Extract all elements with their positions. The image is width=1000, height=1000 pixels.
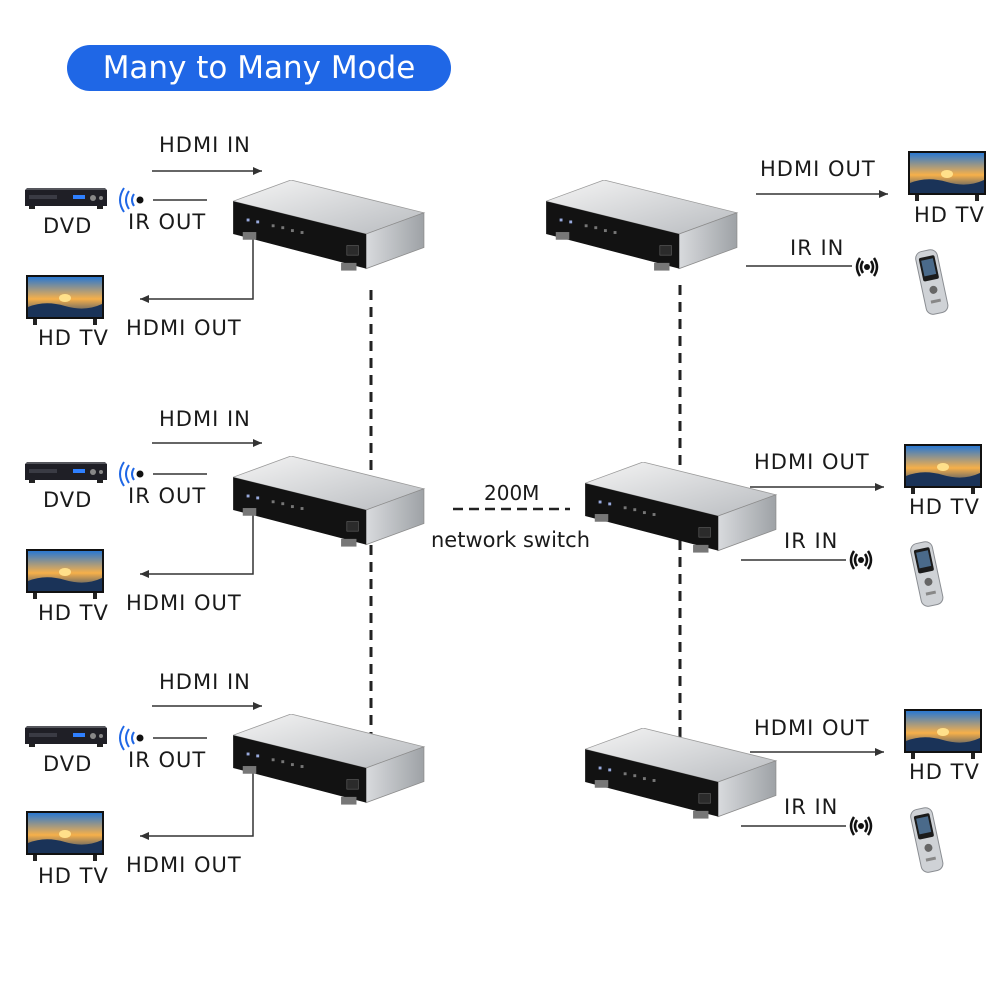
dvd-player-icon-2 — [25, 462, 107, 483]
page-title: Many to Many Mode — [67, 45, 451, 91]
hdmi-out-label-right-1: HDMI OUT — [760, 157, 876, 181]
dvd-player-icon-3 — [25, 726, 107, 747]
ir-emitter-icon-2 — [119, 461, 145, 487]
ir-emitter-icon-3 — [119, 725, 145, 751]
hd-tv-label-right-3: HD TV — [909, 760, 980, 784]
extender-box-icon-rx2 — [585, 462, 777, 554]
bandwidth-label: 200M — [484, 481, 540, 505]
tv-icon-left-3 — [26, 811, 104, 861]
tv-icon-right-3 — [904, 709, 982, 759]
hd-tv-label-left-1: HD TV — [38, 326, 109, 350]
extender-box-icon-tx3 — [233, 714, 425, 806]
tv-icon-left-2 — [26, 549, 104, 599]
network-switch-label: network switch — [431, 528, 590, 552]
hdmi-in-label-1: HDMI IN — [159, 133, 251, 157]
tv-icon-right-2 — [904, 444, 982, 494]
remote-control-icon-3 — [910, 806, 944, 875]
dvd-label-1: DVD — [43, 214, 93, 238]
hdmi-in-label-2: HDMI IN — [159, 407, 251, 431]
hd-tv-label-left-3: HD TV — [38, 864, 109, 888]
tv-icon-left-1 — [26, 275, 104, 325]
remote-control-icon-2 — [910, 540, 944, 609]
dvd-player-icon-1 — [25, 188, 107, 209]
ir-out-label-2: IR OUT — [128, 484, 207, 508]
ir-receiver-icon-1 — [855, 256, 879, 278]
ir-receiver-icon-3 — [849, 815, 873, 837]
remote-control-icon-1 — [915, 248, 949, 317]
ir-out-label-1: IR OUT — [128, 210, 207, 234]
dvd-label-3: DVD — [43, 752, 93, 776]
hd-tv-label-right-2: HD TV — [909, 495, 980, 519]
hdmi-out-label-left-1: HDMI OUT — [126, 316, 242, 340]
hdmi-out-label-left-2: HDMI OUT — [126, 591, 242, 615]
dvd-label-2: DVD — [43, 488, 93, 512]
extender-box-icon-tx1 — [233, 180, 425, 272]
hdmi-out-label-left-3: HDMI OUT — [126, 853, 242, 877]
hd-tv-label-left-2: HD TV — [38, 601, 109, 625]
ir-in-label-2: IR IN — [784, 529, 839, 553]
hdmi-out-label-right-2: HDMI OUT — [754, 450, 870, 474]
ir-in-label-3: IR IN — [784, 795, 839, 819]
hd-tv-label-right-1: HD TV — [914, 203, 985, 227]
ir-out-label-3: IR OUT — [128, 748, 207, 772]
ir-emitter-icon-1 — [119, 187, 145, 213]
extender-box-icon-rx1 — [546, 180, 738, 272]
hdmi-out-label-right-3: HDMI OUT — [754, 716, 870, 740]
extender-box-icon-rx3 — [585, 728, 777, 820]
ir-receiver-icon-2 — [849, 549, 873, 571]
tv-icon-right-1 — [908, 151, 986, 201]
ir-in-label-1: IR IN — [790, 236, 845, 260]
hdmi-in-label-3: HDMI IN — [159, 670, 251, 694]
extender-box-icon-tx2 — [233, 456, 425, 548]
